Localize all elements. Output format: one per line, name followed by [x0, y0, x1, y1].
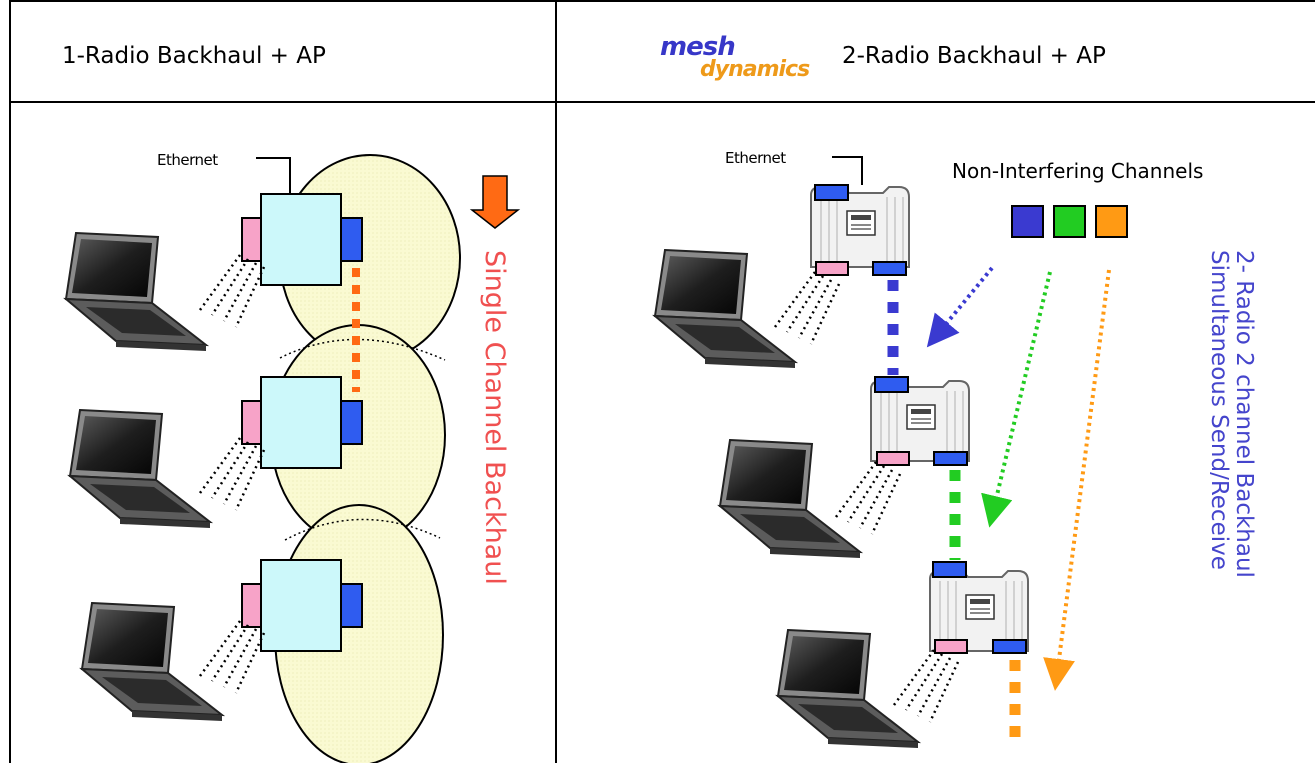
right-ethernet-line	[832, 156, 863, 185]
mesh-dynamics-logo: mesh dynamics	[660, 32, 811, 82]
right-ethernet-label: Ethernet	[725, 149, 786, 167]
left-ethernet-label: Ethernet	[157, 151, 218, 169]
right-vertical-caption-2: Simultaneous Send/Receive	[1206, 250, 1232, 570]
left-panel-title: 1-Radio Backhaul + AP	[62, 43, 326, 69]
laptop-icon	[777, 629, 919, 749]
laptop-icon	[65, 232, 207, 352]
green-channel-arrow	[981, 271, 1052, 528]
left-panel: 1-Radio Backhaul + AP Ethernet	[62, 43, 521, 763]
orange-channel-arrow	[1043, 269, 1111, 691]
logo-dynamics: dynamics	[700, 57, 810, 82]
down-arrow-icon	[469, 175, 521, 229]
blue-channel-arrow	[926, 266, 994, 348]
logo-mesh: mesh	[660, 32, 735, 62]
table-frame	[9, 0, 1315, 763]
channel-blue-swatch	[1011, 205, 1044, 238]
left-node-3	[241, 559, 363, 652]
right-panel: mesh dynamics 2-Radio Backhaul + AP Ethe…	[654, 32, 1257, 749]
laptop-icon	[719, 439, 861, 559]
left-node-1	[241, 193, 363, 286]
channel-swatches	[1011, 205, 1128, 238]
left-ethernet-line	[256, 157, 291, 195]
laptop-icon	[654, 249, 796, 369]
right-vertical-caption-1: 2- Radio 2 channel Backhaul	[1231, 250, 1257, 578]
left-vertical-caption: Single Channel Backhaul	[479, 250, 510, 585]
channels-label: Non-Interfering Channels	[952, 159, 1203, 183]
channel-green-swatch	[1053, 205, 1086, 238]
right-panel-title: 2-Radio Backhaul + AP	[842, 43, 1106, 69]
laptop-icon	[69, 409, 211, 529]
laptop-icon	[81, 602, 223, 722]
channel-orange-swatch	[1095, 205, 1128, 238]
router-radios	[814, 184, 1027, 654]
left-node-2	[241, 376, 363, 469]
